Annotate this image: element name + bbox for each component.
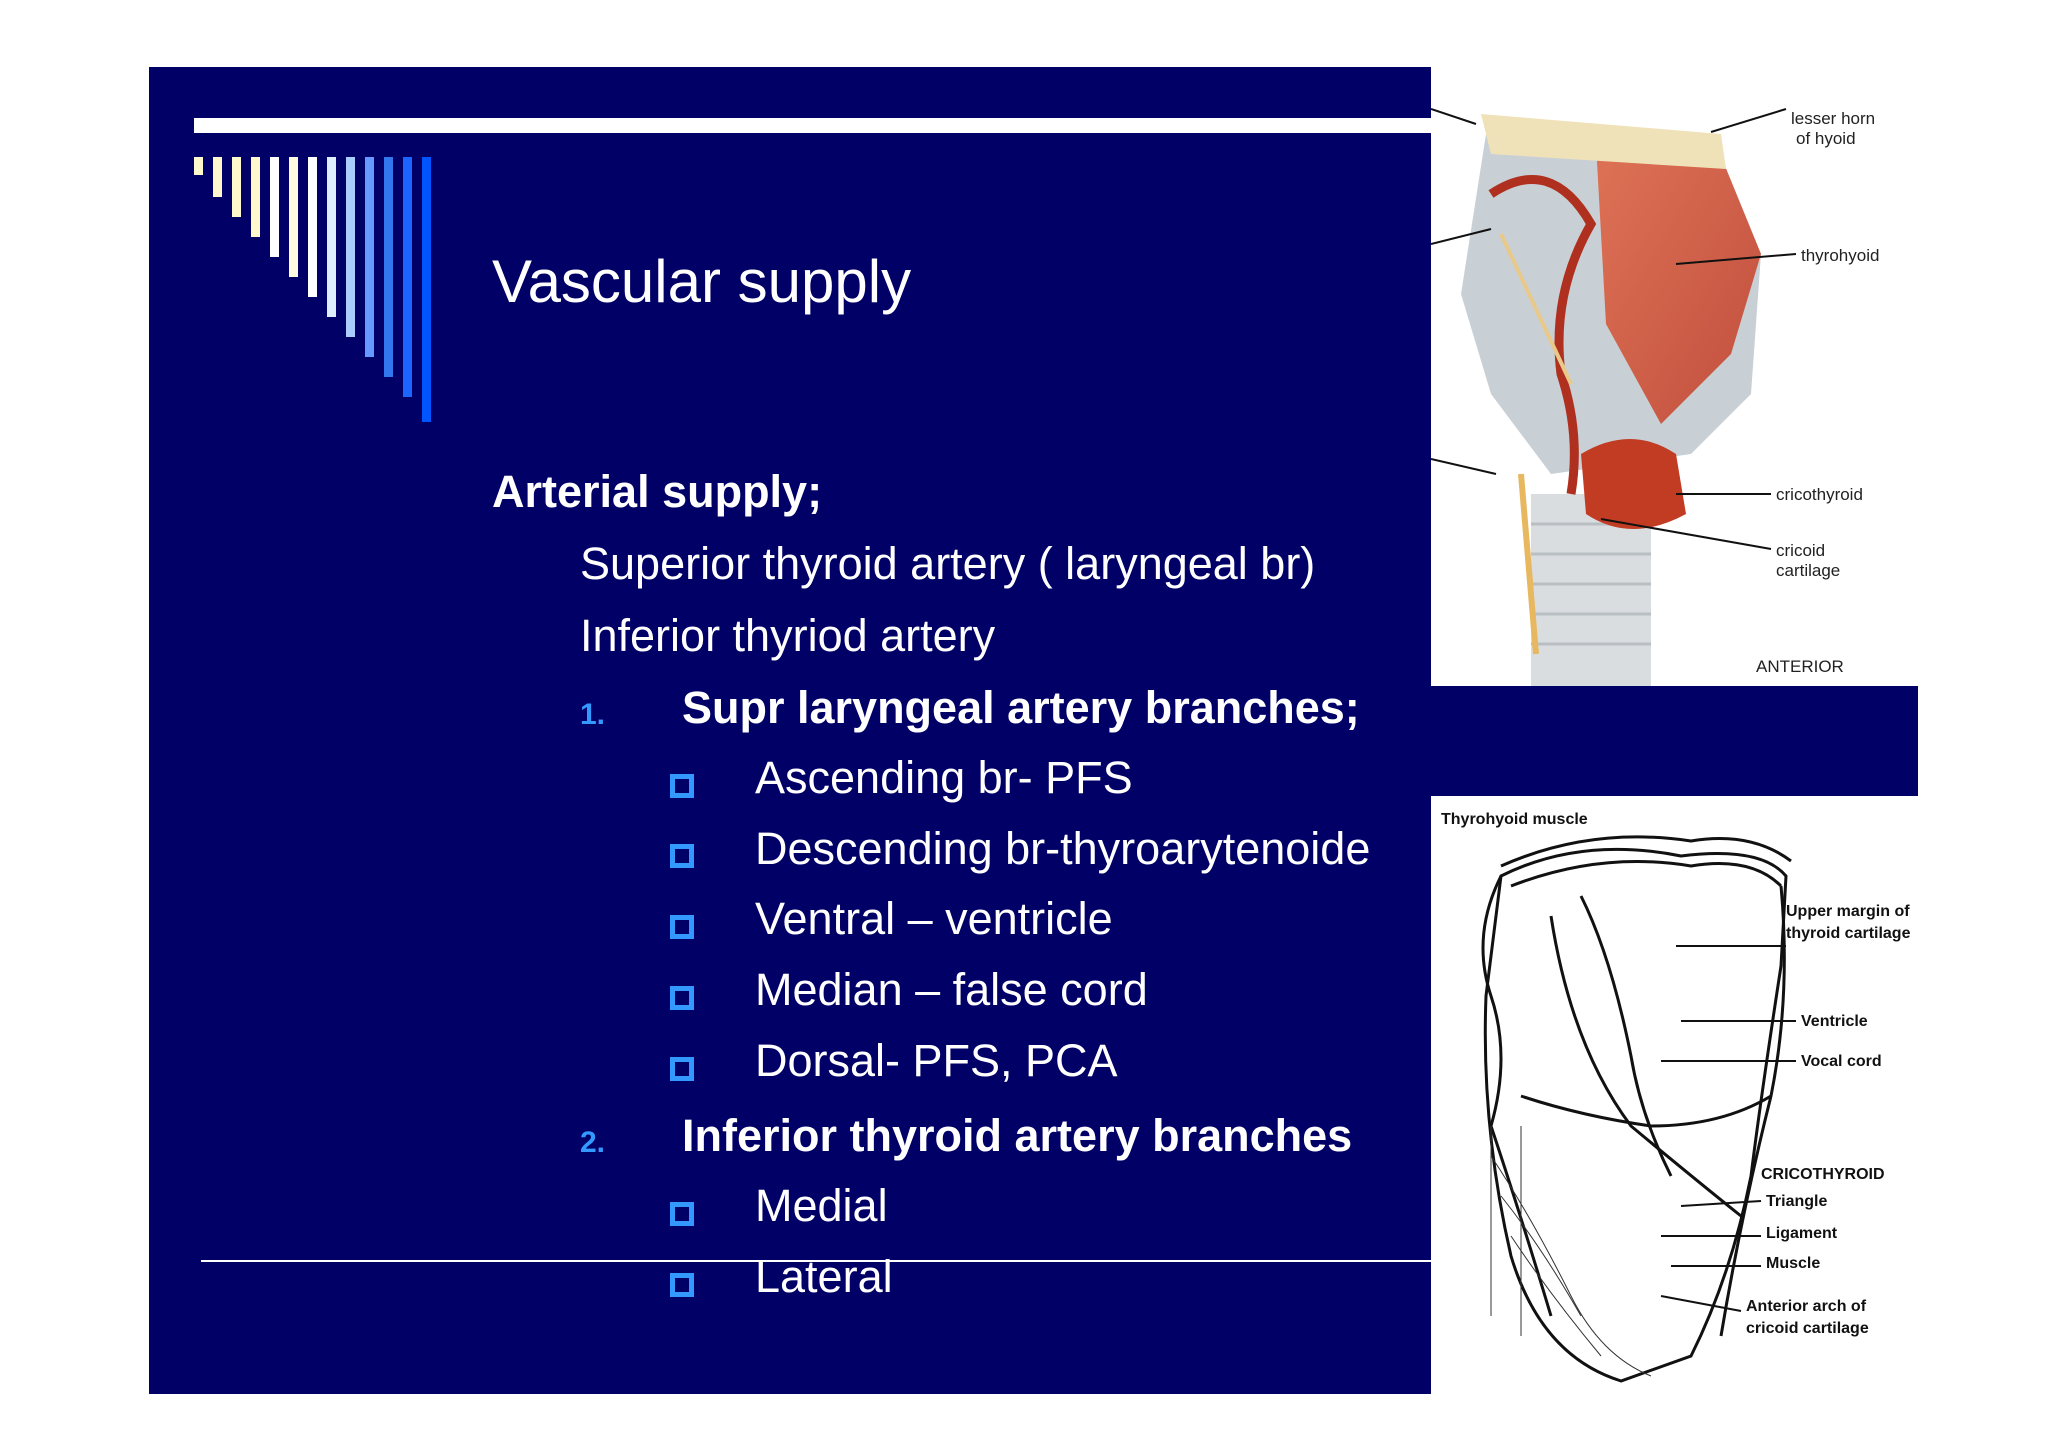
label-cartilage: cartilage [1776,561,1840,580]
label-muscle: Muscle [1766,1255,1820,1272]
bullet-square-icon [670,1273,694,1297]
label-thyrohyoid: thyrohyoid [1801,246,1879,265]
list-item: Ventral – ventricle [755,893,1113,944]
section-number-2: 2. [580,1126,606,1159]
label-cricoid: cricoid [1776,541,1825,560]
section-title-supr-laryngeal: Supr laryngeal artery branches; [682,682,1360,733]
top-rule [194,118,1431,133]
section-title-inferior-thyroid: Inferior thyroid artery branches [682,1110,1353,1161]
label-cricothyroid: cricothyroid [1776,485,1863,504]
bullet-square-icon [670,915,694,939]
bullet-square-icon [670,774,694,798]
section-number-1: 1. [580,698,606,731]
label-of-hyoid: of hyoid [1796,129,1856,148]
larynx-vascular-line-drawing: Thyrohyoid muscle Upper margin of thyroi… [1431,796,1918,1394]
bullet-square-icon [670,1202,694,1226]
slide: Vascular supply Arterial supply; Superio… [149,67,1431,1394]
label-cricothyroid: CRICOTHYROID [1761,1166,1885,1183]
label-anterior-arch: Anterior arch of [1746,1298,1867,1315]
list-item: Median – false cord [755,964,1148,1015]
bullet-square-icon [670,844,694,868]
label-anterior: ANTERIOR [1756,657,1844,676]
label-thyrohyoid-muscle: Thyrohyoid muscle [1441,811,1588,828]
sub-item-inferior-thyroid: Inferior thyriod artery [580,610,996,661]
label-ligament: Ligament [1766,1225,1838,1242]
larynx-anterior-illustration: lesser horn of hyoid thyrohyoid cricothy… [1431,94,1918,686]
sub-item-superior-thyroid: Superior thyroid artery ( laryngeal br) [580,538,1316,589]
bottom-rule [201,1260,1431,1262]
label-thyroid-cartilage: thyroid cartilage [1786,925,1911,942]
list-item: Medial [755,1180,888,1231]
list-item: Lateral [755,1251,893,1302]
bullet-square-icon [670,1057,694,1081]
label-ventricle: Ventricle [1801,1013,1868,1030]
list-item: Dorsal- PFS, PCA [755,1035,1118,1086]
bullet-square-icon [670,986,694,1010]
arterial-supply-heading: Arterial supply; [492,466,823,517]
list-item: Ascending br- PFS [755,752,1133,803]
list-item: Descending br-thyroarytenoide [755,823,1371,874]
slide-title: Vascular supply [492,248,912,315]
navy-band [1431,686,1918,796]
label-lesser-horn: lesser horn [1791,109,1875,128]
label-upper-margin: Upper margin of [1786,903,1910,920]
label-vocal-cord: Vocal cord [1801,1053,1882,1070]
label-cricoid-cartilage: cricoid cartilage [1746,1320,1869,1337]
label-triangle: Triangle [1766,1193,1827,1210]
